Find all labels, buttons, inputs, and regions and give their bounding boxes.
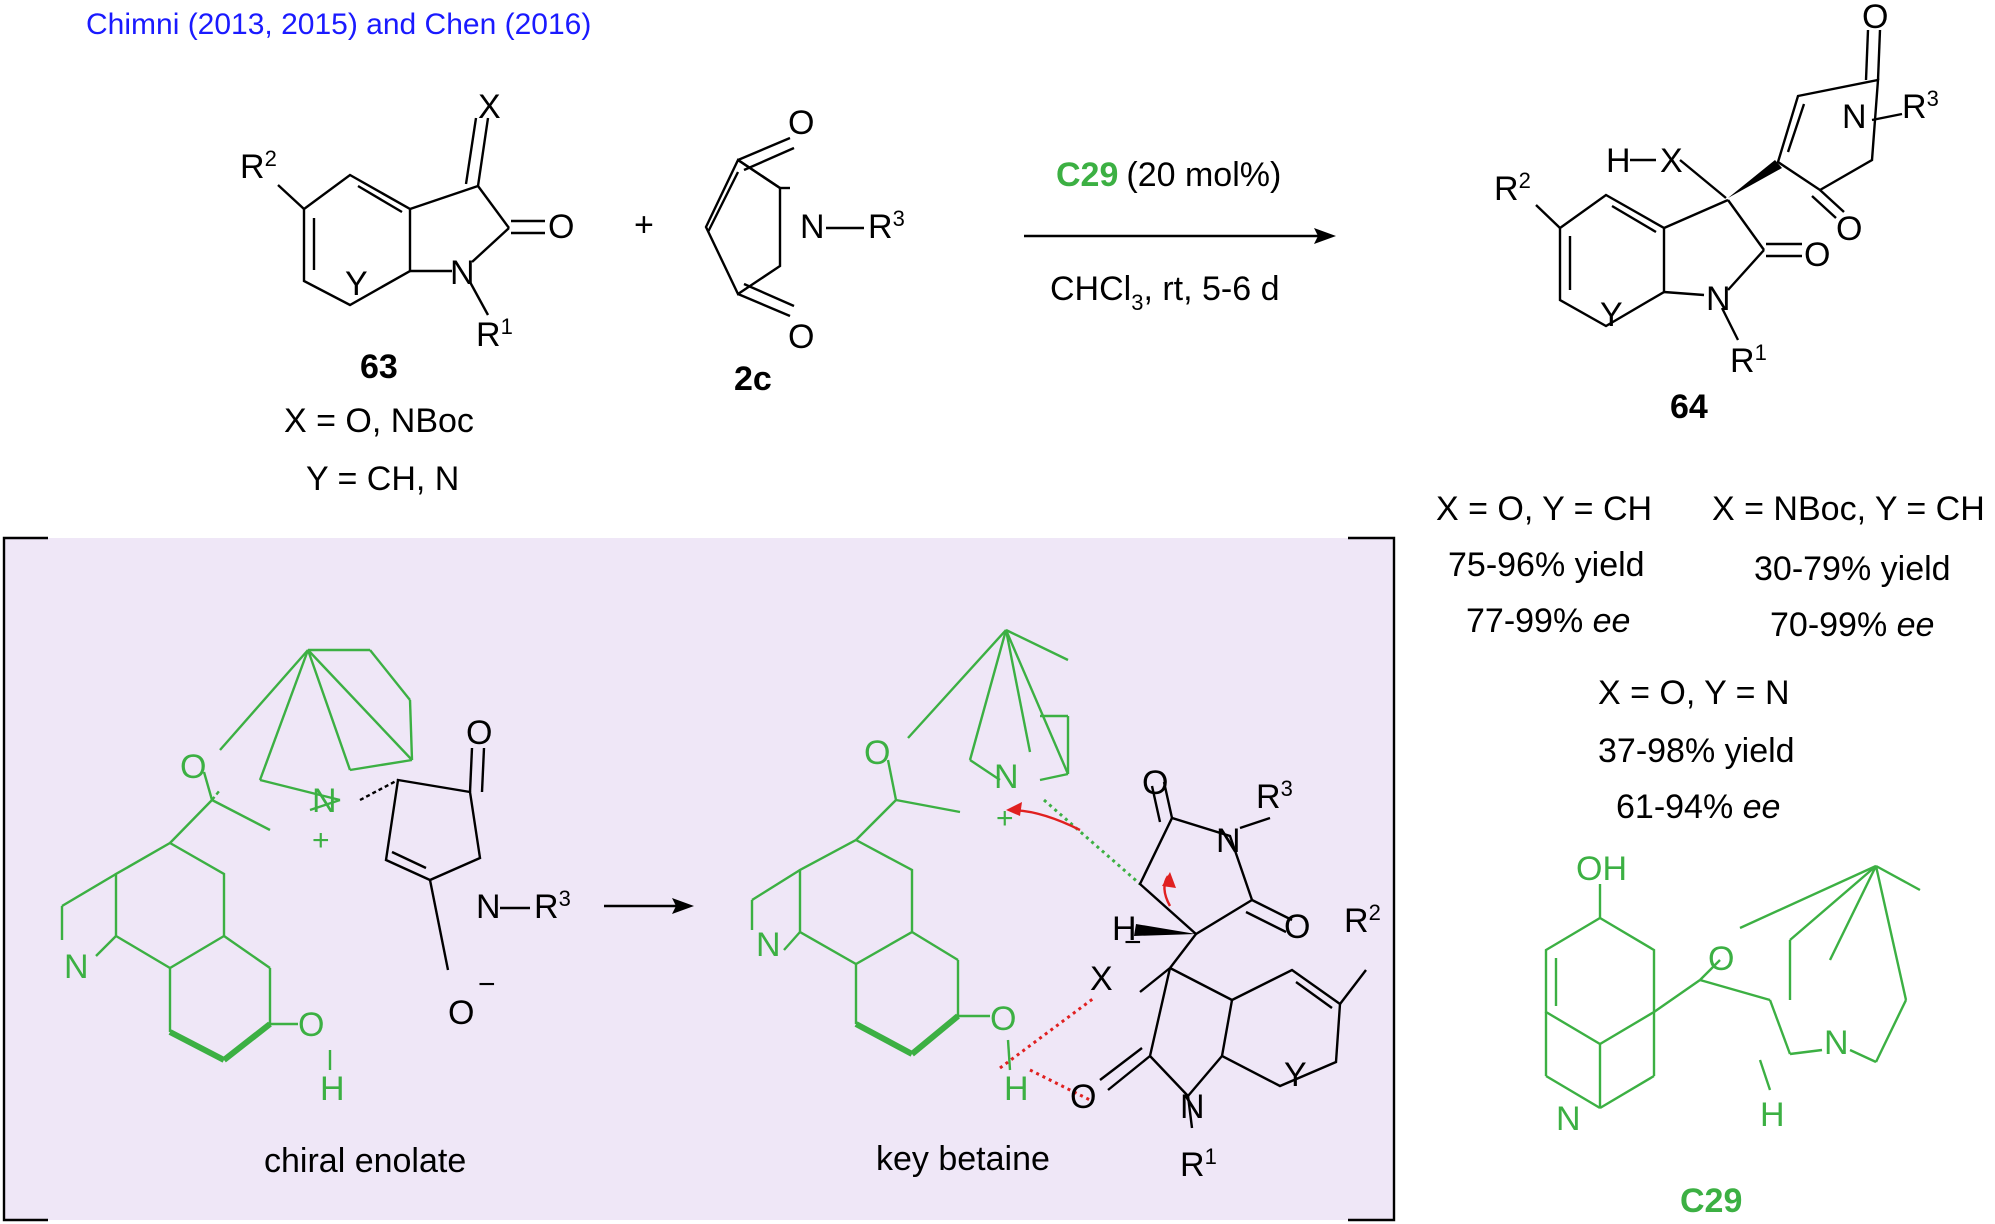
c29-h: H (1760, 1096, 1785, 1134)
atom-o-bot-2c: O (788, 318, 814, 356)
mechanism-brackets (2, 536, 1396, 1222)
catalyst-c29-structure (1544, 864, 1921, 1110)
betaine-h-wedge: H (1112, 910, 1137, 948)
compound-label-63: 63 (360, 348, 398, 386)
atom-r3-64: R3 (1902, 86, 1939, 126)
atom-o3-64: O (1804, 236, 1830, 274)
betaine-r3: R3 (1256, 776, 1293, 816)
result-2-cond: X = NBoc, Y = CH (1712, 490, 1985, 528)
atom-r2-64: R2 (1494, 168, 1531, 208)
atom-r1-63: R1 (476, 314, 513, 354)
enolate-oh-h: H (320, 1070, 345, 1108)
condition-x-63: X = O, NBoc (284, 402, 474, 440)
enolate-o-minus: O (448, 994, 474, 1032)
enolate-quinoline-n: N (64, 948, 89, 986)
enolate-atom-n: N (476, 888, 501, 926)
enolate-catalyst-part (60, 648, 414, 1070)
enolate-minus-charge: − (478, 968, 496, 1001)
maleimide-2c-bonds (737, 136, 864, 318)
caption-key-betaine: key betaine (876, 1140, 1050, 1178)
enolate-atom-o-top: O (466, 714, 492, 752)
atom-o2-64: O (1836, 210, 1862, 248)
condition-y-63: Y = CH, N (306, 460, 459, 498)
result-1-cond: X = O, Y = CH (1436, 490, 1652, 528)
betaine-n-imide: N (1216, 822, 1241, 860)
result-3-ee: 61-94% ee (1616, 788, 1780, 826)
product-64-structure (1535, 29, 1903, 341)
betaine-n-lactam: N (1180, 1088, 1205, 1126)
reactant-63-structure (277, 117, 545, 316)
result-1-ee: 77-99% ee (1466, 602, 1630, 640)
result-1-yield: 75-96% yield (1448, 546, 1645, 584)
betaine-o-lactam: O (1070, 1078, 1096, 1116)
enolate-atom-n-plus: N (312, 782, 337, 820)
betaine-atom-o: O (864, 734, 890, 772)
caption-chiral-enolate: chiral enolate (264, 1142, 466, 1180)
betaine-oh-h: H (1004, 1070, 1029, 1108)
c29-n-bridge: N (1824, 1024, 1849, 1062)
atom-n2-64: N (1706, 280, 1731, 318)
atom-n-63: N (450, 254, 475, 292)
citation-header: Chimni (2013, 2015) and Chen (2016) (86, 8, 591, 41)
enolate-r3: R3 (534, 886, 571, 926)
atom-n1-64: N (1842, 98, 1867, 136)
result-3-cond: X = O, Y = N (1598, 674, 1790, 712)
catalyst-conditions: C29(20 mol%) (1056, 156, 1281, 194)
atom-r2-63: R2 (240, 146, 277, 186)
atom-r3-2c: R3 (868, 206, 905, 246)
betaine-hbonds (999, 802, 1176, 1102)
enolate-atom-o: O (180, 748, 206, 786)
result-2-ee: 70-99% ee (1770, 606, 1934, 644)
betaine-y: Y (1284, 1056, 1307, 1094)
c29-o: O (1708, 940, 1734, 978)
betaine-o-top: O (1142, 764, 1168, 802)
atom-o-top-2c: O (788, 104, 814, 142)
atom-x-63: X (478, 88, 501, 126)
atom-h-64: H (1606, 142, 1631, 180)
betaine-x: X (1090, 960, 1113, 998)
reaction-arrow (1024, 228, 1336, 244)
enolate-anion-part (359, 747, 530, 971)
betaine-minus-charge: − (1124, 926, 1142, 959)
c29-n-quinoline: N (1556, 1100, 1581, 1138)
plus-sign: + (634, 206, 654, 244)
betaine-oh-o: O (990, 1000, 1016, 1038)
betaine-anion-part (1043, 781, 1367, 1129)
maleimide-2c-structure (704, 158, 790, 296)
betaine-r1: R1 (1180, 1144, 1217, 1184)
c29-oh: OH (1576, 850, 1627, 888)
atom-x-64: X (1660, 142, 1683, 180)
enolate-plus-charge: + (312, 824, 330, 857)
betaine-quinoline-n: N (756, 926, 781, 964)
betaine-plus-charge: + (996, 802, 1014, 835)
atom-o-63: O (548, 208, 574, 246)
mechanism-panel (4, 538, 1394, 1220)
betaine-catalyst-part (750, 628, 1070, 1071)
atom-y-63: Y (345, 265, 368, 303)
atom-y-64: Y (1600, 296, 1623, 334)
atom-n-2c: N (800, 208, 825, 246)
betaine-atom-n-plus: N (994, 758, 1019, 796)
compound-label-2c: 2c (734, 360, 772, 398)
mechanism-arrow (604, 898, 694, 914)
betaine-o-right: O (1284, 908, 1310, 946)
enolate-oh-o: O (298, 1006, 324, 1044)
solvent-conditions: CHCl3, rt, 5-6 d (1050, 270, 1280, 315)
betaine-r2: R2 (1344, 900, 1381, 940)
atom-o1-64: O (1862, 0, 1888, 36)
c29-label: C29 (1680, 1182, 1742, 1220)
compound-label-64: 64 (1670, 388, 1708, 426)
result-3-yield: 37-98% yield (1598, 732, 1795, 770)
result-2-yield: 30-79% yield (1754, 550, 1951, 588)
atom-r1-64: R1 (1730, 340, 1767, 380)
